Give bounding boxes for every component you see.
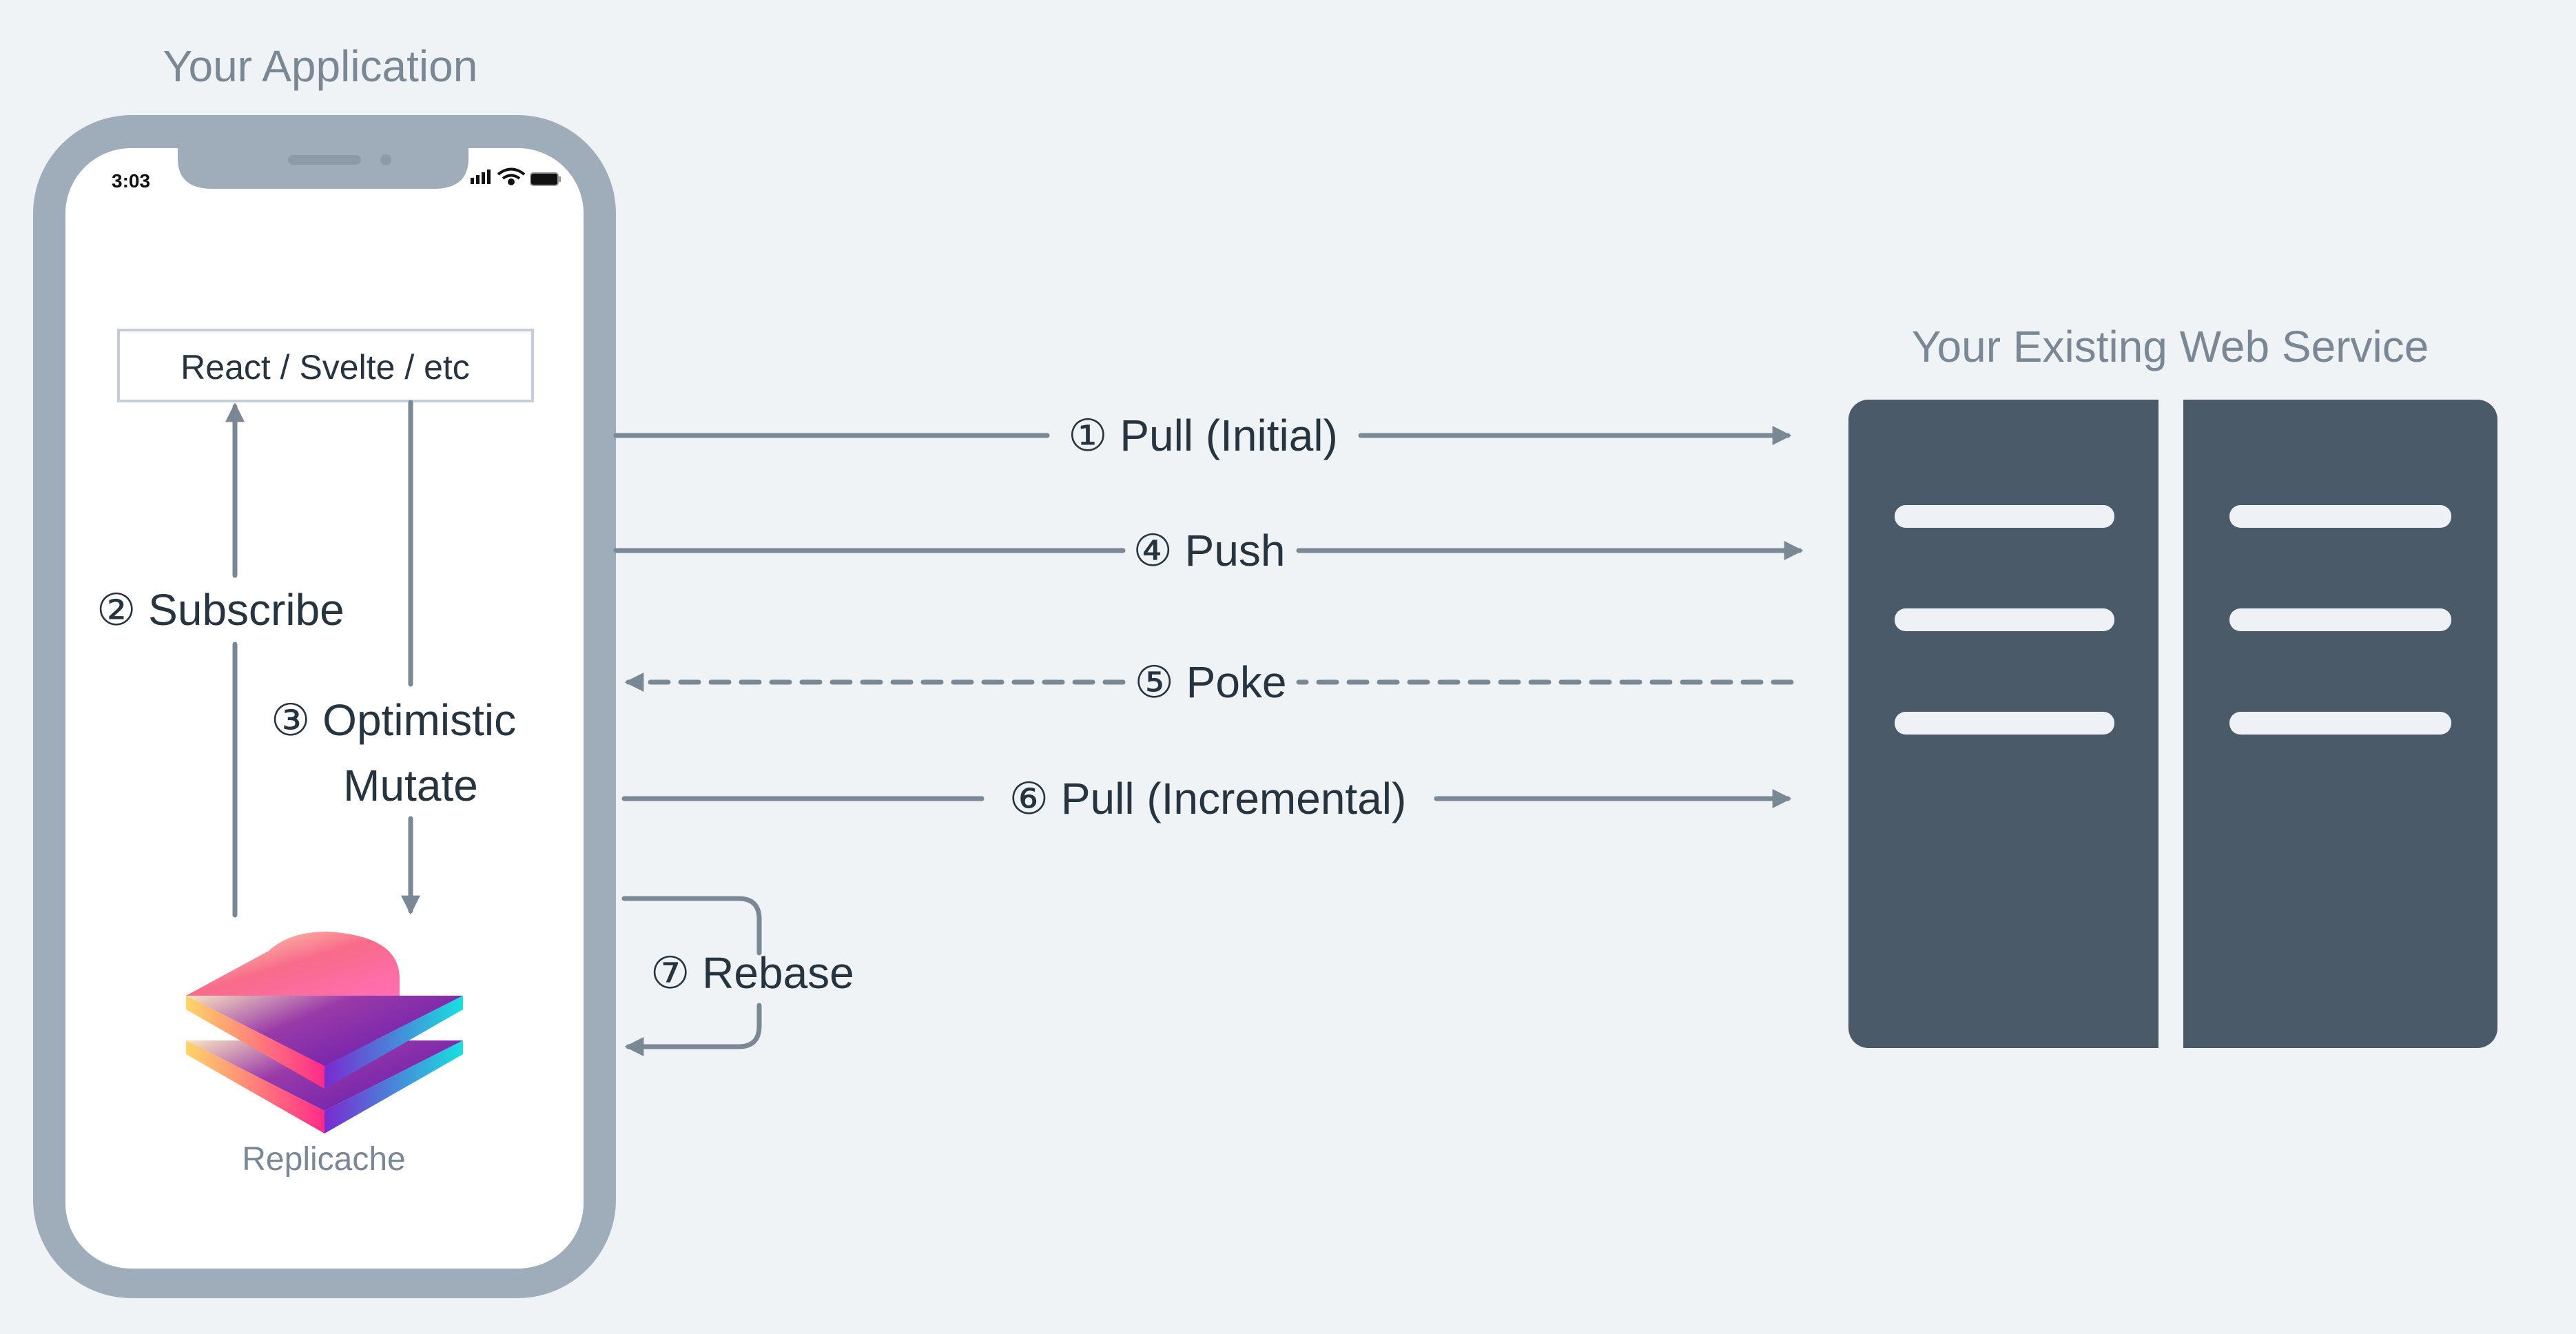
- wifi-icon: [497, 167, 526, 185]
- server-icon: [1848, 396, 2497, 1051]
- subscribe-label: ② Subscribe: [96, 585, 344, 635]
- flow-poke: ⑤ Poke: [624, 657, 1794, 707]
- speaker-icon: [288, 155, 361, 165]
- replicache-label: Replicache: [242, 1141, 405, 1178]
- flow-push: ④ Push: [613, 526, 1804, 575]
- flow-pull-incremental: ⑥ Pull (Incremental): [621, 774, 1792, 823]
- framework-label: React / Svelte / etc: [181, 348, 470, 387]
- camera-icon: [380, 154, 391, 165]
- phone-frame: 3:03: [33, 115, 616, 1298]
- flow-rebase: ⑦ Rebase: [621, 896, 854, 1056]
- battery-icon: [530, 172, 561, 186]
- phone-notch: [178, 148, 468, 189]
- mutate-label-line2: Mutate: [343, 761, 478, 810]
- flow-pull-initial: ① Pull (Initial): [613, 411, 1792, 460]
- rebase-label: ⑦ Rebase: [650, 948, 854, 998]
- client-title: Your Application: [163, 41, 478, 91]
- server-title: Your Existing Web Service: [1912, 322, 2429, 371]
- poke-label: ⑤ Poke: [1134, 657, 1286, 707]
- pull-initial-label: ① Pull (Initial): [1068, 411, 1338, 460]
- framework-box: [117, 329, 534, 402]
- push-label: ④ Push: [1133, 526, 1285, 575]
- pull-incremental-label: ⑥ Pull (Incremental): [1009, 774, 1407, 823]
- replicache-logo: [186, 932, 463, 1133]
- status-time: 3:03: [112, 170, 150, 192]
- signal-icon: [471, 170, 491, 184]
- mutate-label-line1: ③ Optimistic: [271, 695, 516, 745]
